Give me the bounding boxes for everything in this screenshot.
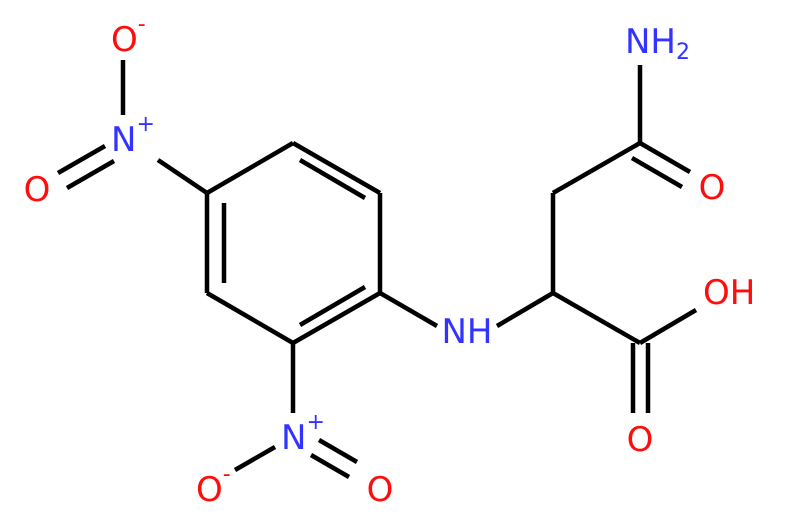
atom-n-ortho: N+ <box>281 410 325 459</box>
atom-n-para-charge: + <box>136 112 154 137</box>
bond-camide-to-o-2 <box>630 156 684 189</box>
atom-o-amide: O <box>699 168 726 208</box>
atom-n-para: N+ <box>111 112 155 161</box>
bond-n-para-to-o-left-1 <box>56 144 107 175</box>
ring-double-inner-1 <box>298 158 367 200</box>
ring-double-inner-2 <box>298 285 367 327</box>
bond-ring-to-n-para <box>156 158 209 195</box>
atom-o-ortho-left-text: O <box>196 470 223 510</box>
atom-o-acid: O <box>627 420 654 460</box>
bond-n-ortho-to-o-right-2 <box>309 453 351 479</box>
bond-n-para-to-o-left-2 <box>65 159 116 190</box>
atom-n-ortho-charge: + <box>306 410 324 435</box>
atom-nh-text: NH <box>442 312 493 352</box>
atom-n-ortho-text: N <box>281 418 306 458</box>
atom-o-ortho-left-charge: - <box>223 462 231 487</box>
atom-n-para-text: N <box>111 120 136 160</box>
atom-oh: OH <box>703 273 755 313</box>
bond-ring-to-nh <box>378 291 439 328</box>
ring-bond-c1-c2 <box>205 141 295 195</box>
bond-layer <box>56 60 698 479</box>
atom-nh2-subscript: 2 <box>676 40 690 65</box>
atom-o-ortho-left: O- <box>196 462 231 511</box>
atom-o-ortho-right: O <box>367 470 394 510</box>
ring-bond-c4-c5 <box>291 291 382 345</box>
atom-o-ortho-right-text: O <box>367 470 394 510</box>
atom-o-para-left: O <box>24 170 51 210</box>
atom-o-acid-text: O <box>627 420 654 460</box>
atom-o-para-top-charge: - <box>138 12 146 37</box>
bond-n-ortho-to-o-right-1 <box>317 438 359 464</box>
bond-camide-to-o-1 <box>638 141 692 174</box>
atom-nh2: NH2 <box>625 22 690 65</box>
bond-ccooh-to-oh <box>638 308 698 345</box>
bond-n-ortho-to-o-left <box>233 445 277 472</box>
ring-bond-c5-c6 <box>205 291 295 345</box>
bond-nh-to-calpha <box>495 291 555 328</box>
atom-nh2-text: NH <box>625 22 676 62</box>
atom-o-para-top: O- <box>111 12 146 61</box>
atom-oh-text: OH <box>703 273 755 313</box>
bond-calpha-to-ccooh <box>551 291 642 345</box>
atom-label-layer: NH2 O OH O NH N+ O- <box>24 12 756 511</box>
bond-cbeta-to-camide <box>551 141 642 195</box>
atom-o-para-left-text: O <box>24 170 51 210</box>
atom-o-amide-text: O <box>699 168 726 208</box>
ring-bond-c2-c3 <box>291 141 382 195</box>
atom-o-para-top-text: O <box>111 20 138 60</box>
atom-nh: NH <box>442 312 493 352</box>
